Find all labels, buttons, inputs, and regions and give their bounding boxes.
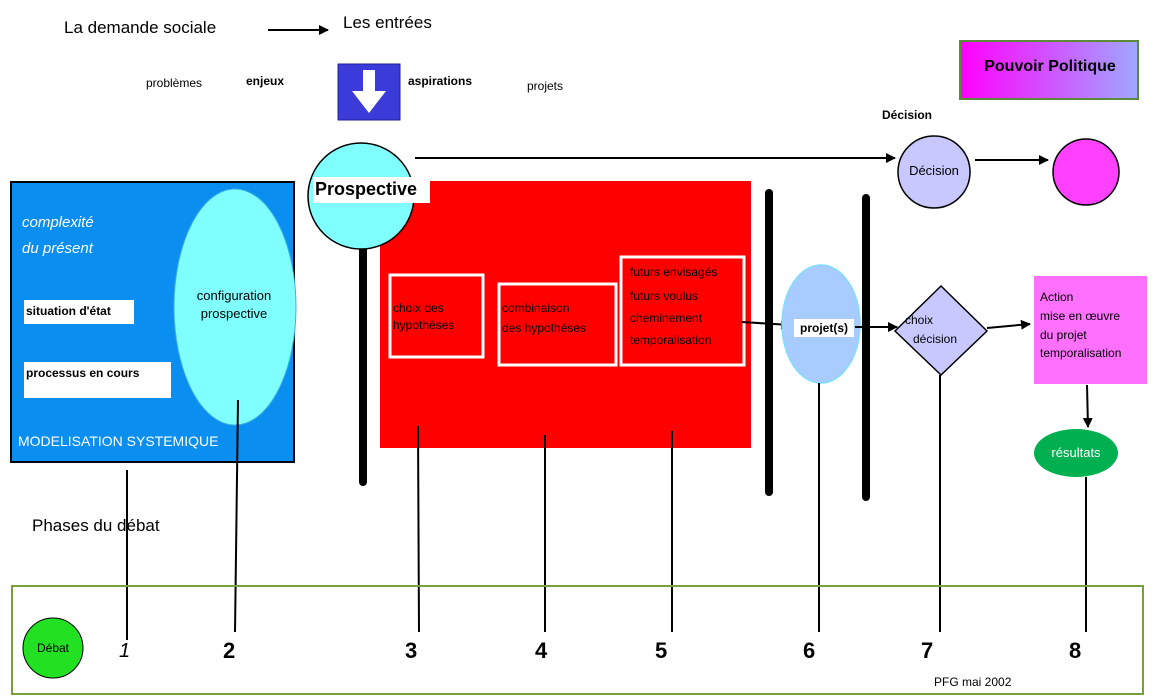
process-label: processus en cours [26,366,140,380]
box3-line2: futurs voulus [630,289,699,303]
phase-number-1: 1 [119,640,131,662]
choice-line1: choix [905,313,934,327]
configuration-line1: configuration [196,288,272,303]
debate-circle [22,617,84,679]
hypothesis-choice-box [388,273,485,359]
input-projects: projets [527,79,564,93]
debate-frame [11,585,1144,695]
action-line3: du projet [1040,328,1087,342]
phase-line-2 [234,399,239,633]
results-ellipse [1034,429,1118,477]
entries-down-arrow-icon [337,63,401,121]
box3-line1: futurs envisagés [630,265,718,279]
input-problems: problèmes [146,76,203,90]
choice-diamond [893,284,989,377]
debate-label: Débat [36,641,70,655]
decision-circle [897,135,971,209]
decision-circle-label: Décision [909,163,959,178]
power-label: Pouvoir Politique [984,58,1116,75]
state-box [24,300,134,324]
phase-line-3 [417,425,420,633]
action-line1: Action [1040,290,1074,304]
phase-number-2: 2 [223,638,236,663]
state-label: situation d'état [26,304,111,318]
box1-line2: hypothèses [393,318,455,332]
box2-line1: combinaison [502,301,570,315]
phases-label: Phases du débat [32,516,160,535]
projects-label-box [794,319,854,337]
action-box [1034,276,1147,384]
model-footer: MODELISATION SYSTEMIQUE [18,433,219,449]
demand-label: La demande sociale [64,18,217,37]
model-title-line1: complexité [22,214,94,231]
box3-line3: cheminement [630,311,703,325]
box1-line1: choix des [393,301,444,315]
phase-number-6: 6 [803,638,816,663]
red-box [380,181,751,448]
input-aspirations: aspirations [408,74,473,88]
configuration-line2: prospective [200,306,268,321]
power-circle [1052,138,1120,206]
phase-number-3: 3 [405,638,418,663]
action-line2: mise en œuvre [1040,309,1121,323]
prospective-label-box [313,177,430,203]
input-stakes: enjeux [246,74,285,88]
decision-top-label: Décision [882,108,933,122]
phase-number-5: 5 [655,638,668,663]
model-title-line2: du présent [22,240,93,257]
projects-label: projet(s) [800,321,848,335]
action-to-results-arrow [1082,384,1093,428]
action-line4: temporalisation [1040,346,1122,360]
box2-line2: des hypothèses [502,321,587,335]
box3-line4: temporalisation [630,333,712,347]
phase-number-7: 7 [921,638,934,663]
power-box [959,40,1139,100]
choice-to-action-arrow [986,319,1031,330]
results-label: résultats [1051,445,1101,460]
credit: PFG mai 2002 [934,675,1012,689]
configuration-ellipse [173,188,297,426]
futures-box [619,255,746,367]
hypothesis-combination-box [497,282,618,367]
prospective-label: Prospective [315,179,418,199]
phase-number-8: 8 [1069,638,1082,663]
choice-line2: décision [913,332,958,346]
entries-label: Les entrées [343,13,432,32]
process-box [24,362,171,398]
phase-number-4: 4 [535,638,548,663]
